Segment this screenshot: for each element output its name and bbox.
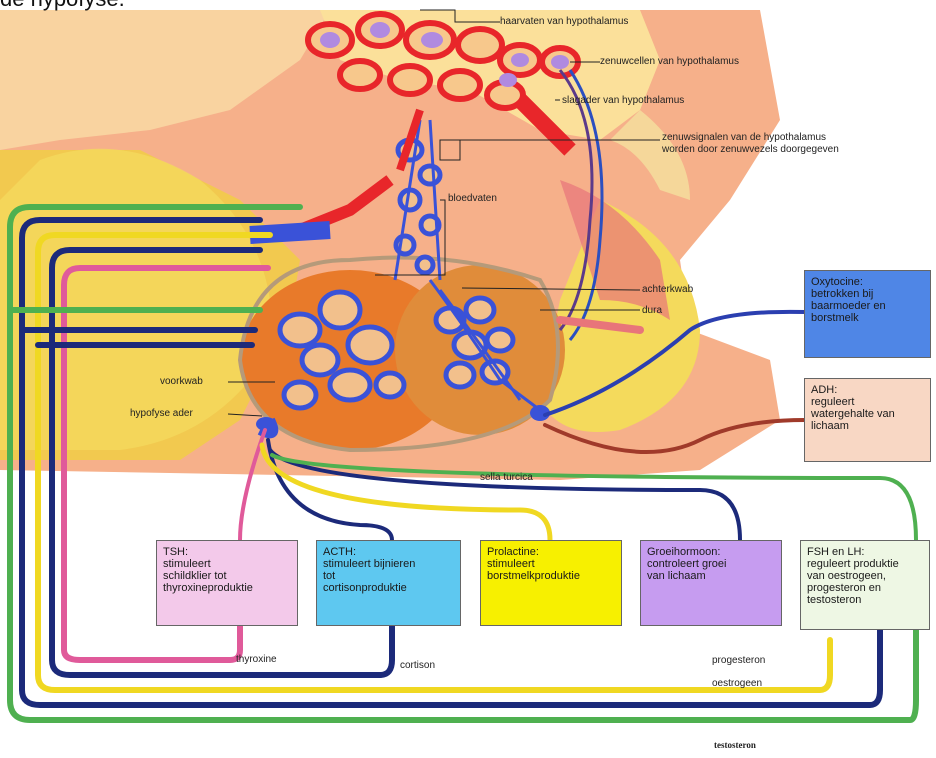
box-groeihormoon: Groeihormoon: controleert groei van lich… — [640, 540, 782, 626]
box-tsh-line: stimuleert — [163, 558, 291, 570]
box-adh: ADH: reguleert watergehalte van lichaam — [804, 378, 931, 462]
box-groeihormoon-line: Groeihormoon: — [647, 546, 775, 558]
page-heading: de hypofyse. — [0, 0, 125, 12]
box-adh-line: reguleert — [811, 396, 924, 408]
box-oxytocine-line: betrokken bij — [811, 288, 924, 300]
box-tsh: TSH: stimuleert schildklier tot thyroxin… — [156, 540, 298, 626]
box-fsh-lh-line: reguleert produktie — [807, 558, 923, 570]
box-acth-line: tot — [323, 570, 454, 582]
box-acth-line: cortisonproduktie — [323, 582, 454, 594]
box-fsh-lh-line: van oestrogeen, — [807, 570, 923, 582]
box-adh-line: lichaam — [811, 420, 924, 432]
box-groeihormoon-line: controleert groei — [647, 558, 775, 570]
label-cortison: cortison — [400, 660, 435, 671]
label-testosteron: testosteron — [714, 740, 756, 750]
box-prolactine-line: stimuleert — [487, 558, 615, 570]
box-fsh-lh-line: FSH en LH: — [807, 546, 923, 558]
label-achterkwab: achterkwab — [642, 284, 693, 295]
box-oxytocine-line: baarmoeder en — [811, 300, 924, 312]
box-oxytocine-line: Oxytocine: — [811, 276, 924, 288]
box-adh-line: watergehalte van — [811, 408, 924, 420]
label-haarvaten: haarvaten van hypothalamus — [500, 16, 628, 27]
box-groeihormoon-line: van lichaam — [647, 570, 775, 582]
box-acth-line: stimuleert bijnieren — [323, 558, 454, 570]
box-oxytocine-line: borstmelk — [811, 312, 924, 324]
box-fsh-lh: FSH en LH: reguleert produktie van oestr… — [800, 540, 930, 630]
box-prolactine: Prolactine: stimuleert borstmelkprodukti… — [480, 540, 622, 626]
box-fsh-lh-line: progesteron en — [807, 582, 923, 594]
box-prolactine-line: borstmelkproduktie — [487, 570, 615, 582]
label-oestrogeen: oestrogeen — [712, 678, 762, 689]
label-thyroxine: thyroxine — [236, 654, 277, 665]
box-tsh-line: TSH: — [163, 546, 291, 558]
label-voorkwab: voorkwab — [160, 376, 203, 387]
label-zenuwcellen: zenuwcellen van hypothalamus — [600, 56, 739, 67]
label-zenuwsignalen-line1: zenuwsignalen van de hypothalamus — [662, 132, 826, 143]
label-zenuwsignalen-line2: worden door zenuwvezels doorgegeven — [662, 144, 839, 155]
box-acth: ACTH: stimuleert bijnieren tot cortisonp… — [316, 540, 461, 626]
box-adh-line: ADH: — [811, 384, 924, 396]
box-acth-line: ACTH: — [323, 546, 454, 558]
label-progesteron: progesteron — [712, 655, 765, 666]
label-dura: dura — [642, 305, 662, 316]
label-sella-turcica: sella turcica — [480, 472, 533, 483]
box-tsh-line: thyroxineproduktie — [163, 582, 291, 594]
box-fsh-lh-line: testosteron — [807, 594, 923, 606]
label-slagader: slagader van hypothalamus — [562, 95, 684, 106]
box-tsh-line: schildklier tot — [163, 570, 291, 582]
label-bloedvaten: bloedvaten — [448, 193, 497, 204]
label-hypofyse-ader: hypofyse ader — [130, 408, 193, 419]
box-oxytocine: Oxytocine: betrokken bij baarmoeder en b… — [804, 270, 931, 358]
box-prolactine-line: Prolactine: — [487, 546, 615, 558]
